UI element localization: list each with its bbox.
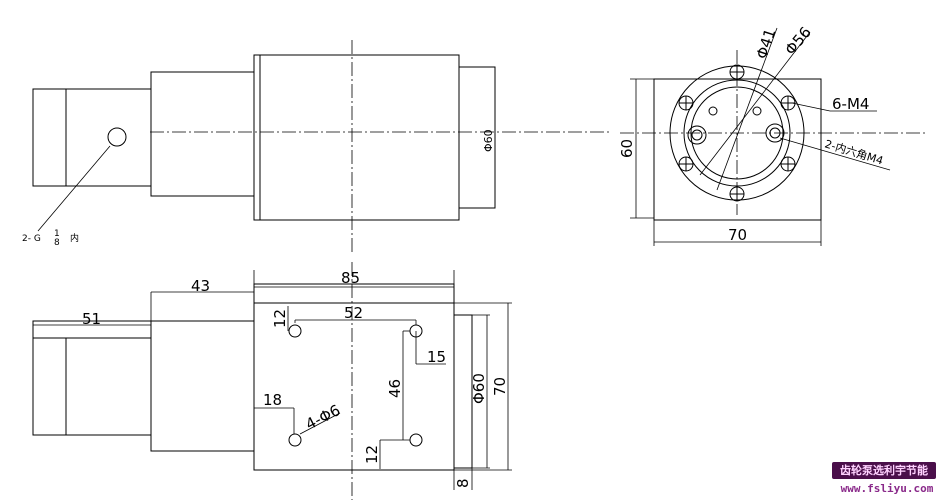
mount-hole-bl <box>288 433 302 447</box>
label-dia56: Φ56 <box>781 23 815 58</box>
label-43: 43 <box>191 277 210 295</box>
top-main-housing <box>253 54 460 221</box>
bottom-view <box>32 262 512 500</box>
label-12-top: 12 <box>271 309 289 328</box>
label-side-70: 70 <box>728 226 747 244</box>
top-port-circle <box>107 127 127 147</box>
label-thread: 2- G <box>22 234 41 244</box>
label-thread-frac-den: 8 <box>54 238 60 248</box>
watermark: 齿轮泵选利宇节能 www.fsliyu.com <box>832 462 942 500</box>
label-6m4: 6-M4 <box>832 95 869 113</box>
label-15: 15 <box>427 348 446 366</box>
label-bottom-dia60: Φ60 <box>470 373 488 404</box>
label-18: 18 <box>263 391 282 409</box>
label-85: 85 <box>341 269 360 287</box>
label-top-dia60: Φ60 <box>482 129 495 152</box>
label-thread-suffix: 内 <box>70 232 79 244</box>
watermark-title: 齿轮泵选利宇节能 <box>832 462 936 479</box>
label-12-bottom: 12 <box>363 445 381 464</box>
watermark-url[interactable]: www.fsliyu.com <box>840 482 934 495</box>
top-middle-body <box>150 71 255 197</box>
label-8: 8 <box>454 478 472 488</box>
mount-hole-br <box>409 433 423 447</box>
top-inlet-block <box>32 88 152 187</box>
label-dia41: Φ41 <box>753 26 780 61</box>
bottom-middle-body <box>150 320 255 452</box>
label-4dia6: 4-Φ6 <box>303 401 344 434</box>
top-view <box>32 40 610 255</box>
label-51: 51 <box>82 310 101 328</box>
label-52: 52 <box>344 304 363 322</box>
side-view <box>620 27 925 246</box>
label-thread-frac-num: 1 <box>54 229 60 239</box>
label-bottom-70: 70 <box>491 377 509 396</box>
hex-screw-left <box>687 125 707 145</box>
bottom-flange <box>453 314 473 469</box>
label-2m4: 2-内六角M4 <box>823 136 885 167</box>
label-46: 46 <box>386 379 404 398</box>
label-side-60: 60 <box>618 139 636 158</box>
mount-hole-tl <box>288 324 302 338</box>
